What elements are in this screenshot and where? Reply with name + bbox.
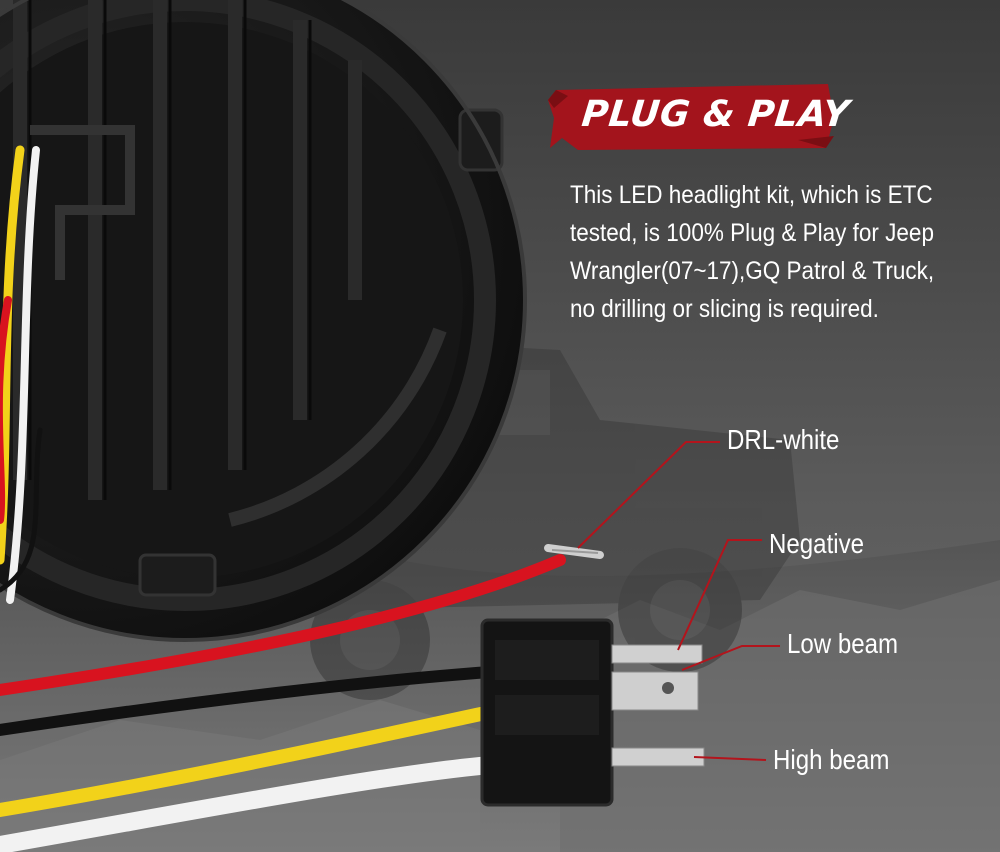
leader-negative [677, 539, 762, 651]
heading-banner: PLUG & PLAY [548, 78, 851, 156]
description: This LED headlight kit, which is ETC tes… [570, 176, 990, 328]
harness-wires [0, 554, 566, 852]
lamp-wires [0, 145, 43, 604]
label-high-beam: High beam [773, 744, 890, 775]
label-negative: Negative [769, 528, 865, 559]
description-line: This LED headlight kit, which is ETC [570, 181, 933, 209]
leader-low-beam [681, 645, 780, 671]
description-line: tested, is 100% Plug & Play for Jeep [570, 219, 934, 247]
leader-high-beam [693, 756, 767, 761]
label-drl-white: DRL-white [727, 424, 840, 455]
brush-stroke-shape [548, 84, 834, 150]
led-headlight-image [0, 0, 527, 642]
heading-text: PLUG & PLAY [579, 94, 852, 135]
description-line: no drilling or slicing is required. [570, 295, 879, 323]
leader-drl [577, 441, 720, 549]
h4-connector-image [480, 618, 705, 807]
label-low-beam: Low beam [787, 628, 899, 659]
description-line: Wrangler(07~17),GQ Patrol & Truck, [570, 257, 935, 285]
drl-wire-tip [544, 544, 604, 559]
leader-lines [577, 441, 780, 761]
